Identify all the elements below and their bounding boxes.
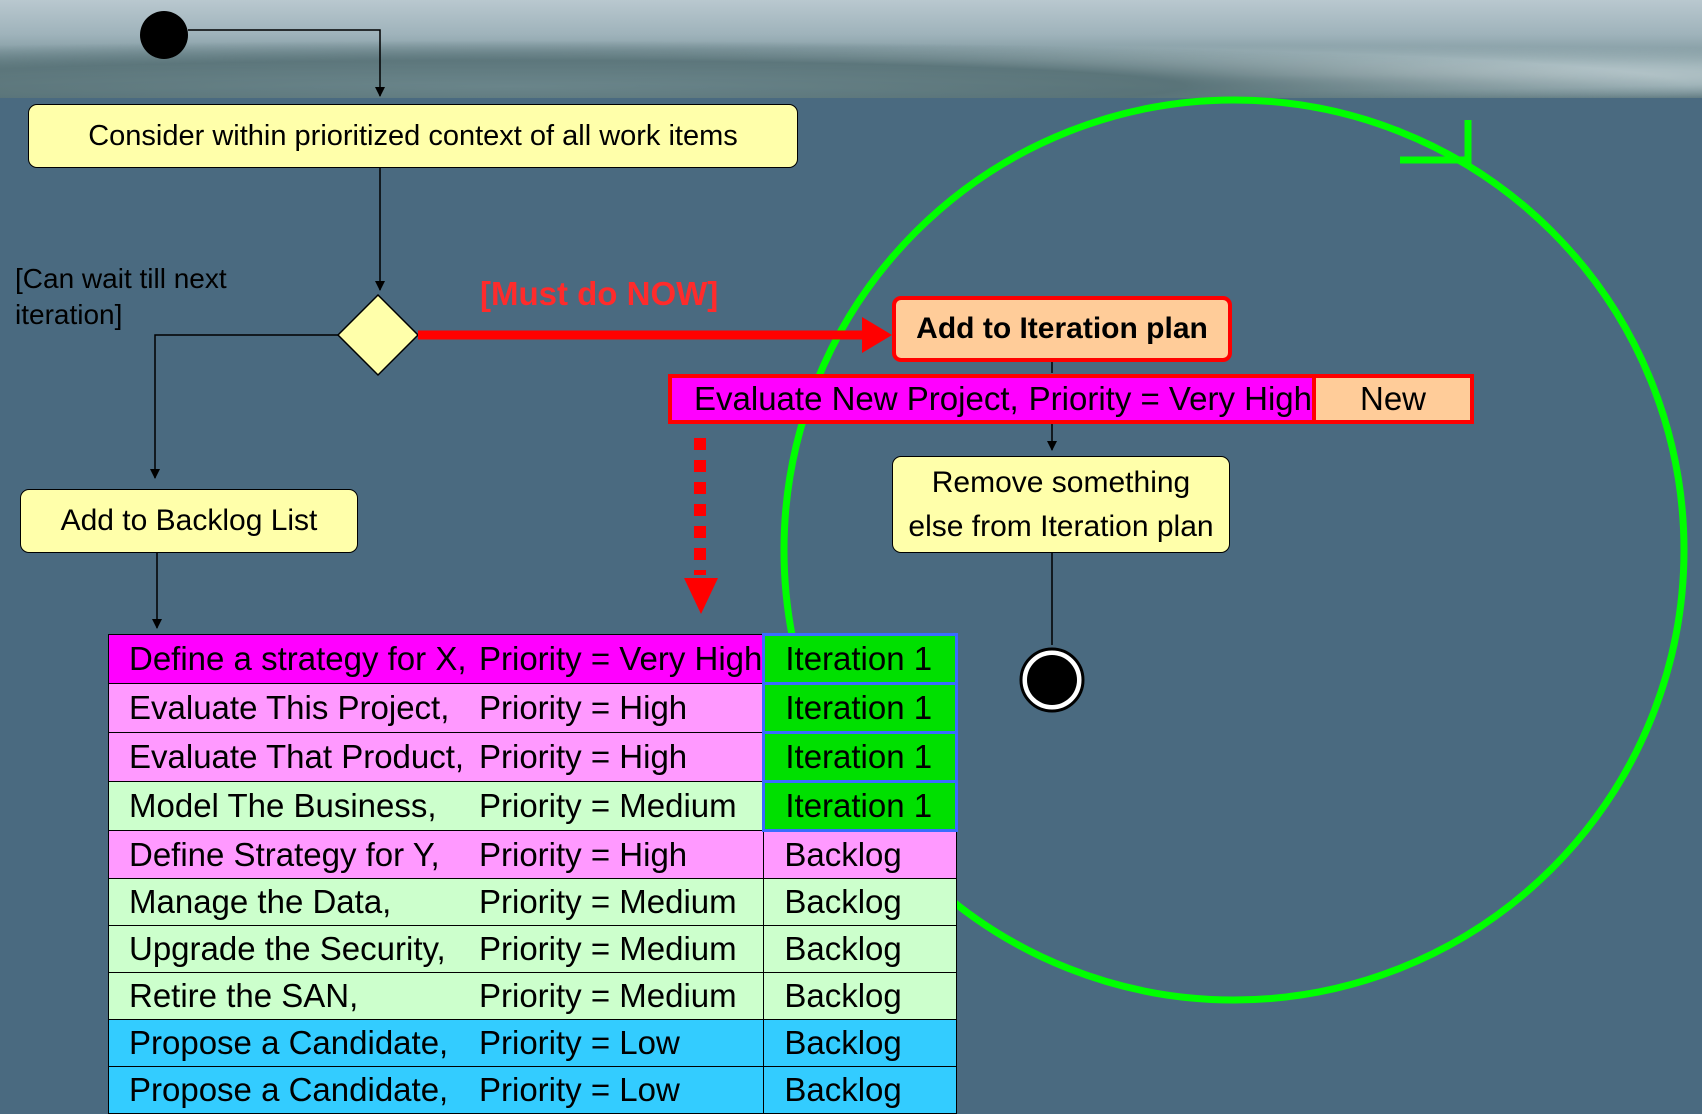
table-row: Evaluate That Product, Priority = High Ite… [107,731,959,783]
work-item-table: Define a strategy for X, Priority = Very … [107,633,959,1114]
table-row: Define a strategy for X, Priority = Very … [107,633,959,685]
add-backlog-label: Add to Backlog List [60,504,318,537]
table-row: Upgrade the Security, Priority = Medium Ba… [107,925,958,973]
new-item-name-cell: Evaluate New Project, Priority = Very Hi… [672,378,1312,420]
work-item-priority: Priority = High [479,738,688,775]
now-arrowhead [862,317,892,353]
table-row: Evaluate This Project, Priority = High Ite… [107,682,959,734]
remove-line1: Remove something [931,465,1191,499]
work-item-cell: Define Strategy for Y, Priority = High [107,830,765,879]
work-item-cell: Evaluate This Project, Priority = High [107,683,765,733]
work-item-priority: Priority = High [479,689,688,726]
table-row: Manage the Data, Priority = Medium Backlog [107,878,958,926]
iteration-cycle-arrowhead [1400,120,1472,165]
work-item-cell: Define a strategy for X, Priority = Very … [107,634,765,684]
table-row: Define Strategy for Y, Priority = High Bac… [107,830,958,879]
consider-label: Consider within prioritized context of a… [88,119,738,152]
new-item-status-label: New [1359,380,1427,417]
guard-wait: [Can wait till next iteration] [15,261,227,333]
add-iteration-action: Add to Iteration plan [892,296,1232,362]
work-item-name: Propose a Candidate, [129,1071,449,1108]
work-item-name: Upgrade the Security, [129,930,446,967]
work-item-priority: Priority = Low [479,1024,680,1061]
work-item-priority: Priority = Very High [479,640,763,677]
work-item-status: Backlog [763,830,958,879]
work-item-status: Iteration 1 [762,780,959,832]
decision-node [336,293,420,377]
work-item-name: Model The Business, [129,787,437,824]
new-item-status: New [1312,378,1470,420]
work-item-name: Evaluate This Project, [129,689,450,726]
work-item-priority: Priority = High [479,835,688,873]
work-item-status: Backlog [763,925,958,973]
guard-now: [Must do NOW] [480,275,719,312]
remove-line2: else from Iteration plan [908,509,1214,543]
work-item-name: Define a strategy for X, [129,640,467,677]
work-item-status: Backlog [763,1019,958,1067]
work-item-name: Propose a Candidate, [129,1024,449,1061]
work-item-name: Retire the SAN, [129,977,359,1014]
work-item-priority: Priority = Low [479,1071,680,1108]
work-item-status: Iteration 1 [762,682,959,734]
work-item-status: Iteration 1 [762,731,959,783]
remove-action: Remove something else from Iteration pla… [892,456,1230,553]
wave-image [0,40,1702,98]
guard-wait-line1: [Can wait till next [15,263,227,294]
add-iteration-label: Add to Iteration plan [916,312,1208,345]
work-item-cell: Upgrade the Security, Priority = Medium [107,925,765,973]
work-item-priority: Priority = Medium [479,930,737,967]
consider-action: Consider within prioritized context of a… [28,104,798,168]
table-row: Propose a Candidate, Priority = Low Backlo… [107,1019,958,1067]
work-item-cell: Evaluate That Product, Priority = High [107,732,765,782]
guard-wait-line2: iteration] [15,299,123,330]
work-item-cell: Propose a Candidate, Priority = Low [107,1066,765,1114]
initial-node [140,11,188,59]
work-item-name: Define Strategy for Y, [129,835,440,873]
new-item-priority: Priority = Very High [1028,380,1312,417]
work-item-cell: Manage the Data, Priority = Medium [107,878,765,926]
work-item-priority: Priority = Medium [479,977,737,1014]
work-item-name: Manage the Data, [129,883,392,920]
work-item-status: Backlog [763,972,958,1020]
table-row: Retire the SAN, Priority = Medium Backlog [107,972,958,1020]
work-item-name: Evaluate That Product, [129,738,465,775]
new-item-name: Evaluate New Project, [694,380,1019,417]
work-item-status: Iteration 1 [762,633,959,685]
new-item-row: Evaluate New Project, Priority = Very Hi… [668,374,1474,424]
work-item-cell: Propose a Candidate, Priority = Low [107,1019,765,1067]
work-item-priority: Priority = Medium [479,787,737,824]
table-row: Model The Business, Priority = Medium Iter… [107,780,959,832]
work-item-cell: Model The Business, Priority = Medium [107,781,765,831]
work-item-status: Backlog [763,878,958,926]
iteration-cycle [780,96,1688,1004]
work-item-status: Backlog [763,1066,958,1114]
work-item-priority: Priority = Medium [479,883,737,920]
table-row: Propose a Candidate, Priority = Low Backlo… [107,1066,958,1114]
add-backlog-action: Add to Backlog List [20,489,358,553]
work-item-cell: Retire the SAN, Priority = Medium [107,972,765,1020]
